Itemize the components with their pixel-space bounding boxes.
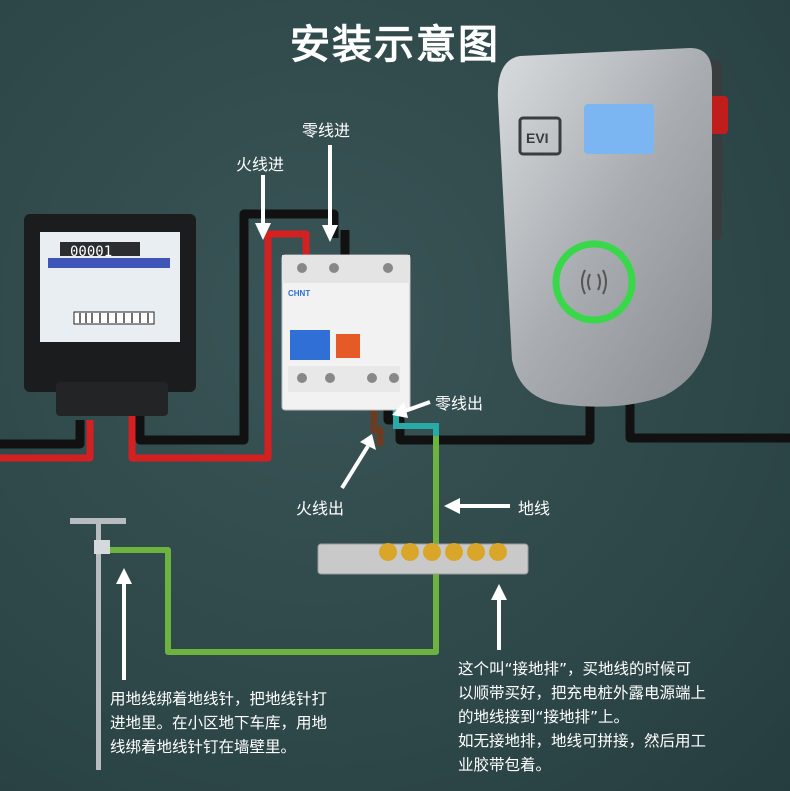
arrow-grounding-bar: [491, 584, 507, 650]
note-line: 线绑着地线针钉在墙壁里。: [110, 738, 297, 756]
note-grounding-bar: 这个叫“接地排”，买地线的时候可 以顺带买好，把充电桩外露电源端上 的地线接到“…: [458, 657, 788, 777]
arrow-live-out: [340, 434, 376, 490]
charger-logo: EVI: [526, 130, 549, 146]
callout-arrows: [116, 145, 510, 680]
arrow-live-in: [255, 175, 271, 240]
note-line: 进地里。在小区地下车库，用地: [110, 714, 328, 732]
grounding-bar: [317, 543, 529, 575]
ground-rod: [70, 518, 126, 770]
note-ground-rod: 用地线绑着地线针，把地线针打 进地里。在小区地下车库，用地 线绑着地线针钉在墙壁…: [110, 687, 410, 759]
breaker-switch-left: [290, 330, 330, 360]
arrow-ground-rod: [116, 568, 132, 680]
electricity-meter: [24, 214, 196, 416]
breaker-test-button: [336, 334, 360, 358]
charger-red-button: [708, 96, 728, 134]
ev-charger: [497, 48, 712, 407]
ground-wire: [110, 436, 439, 655]
circuit-breaker: [281, 254, 411, 411]
label-ground: 地线: [518, 499, 551, 518]
label-neutral-out: 零线出: [435, 394, 484, 413]
note-line: 业胶带包着。: [458, 756, 552, 774]
label-live-out: 火线出: [296, 499, 345, 518]
arrow-neutral-in: [322, 145, 338, 242]
note-line: 的地线接到“接地排”上。: [458, 708, 630, 726]
arrow-ground: [444, 498, 510, 514]
note-line: 用地线绑着地线针，把地线针打: [110, 690, 328, 708]
rfid-icon: [581, 269, 607, 295]
neutral-wires: [0, 209, 790, 449]
note-line: 如无接地排，地线可拼接，然后用工: [458, 732, 707, 750]
label-live-in: 火线进: [236, 155, 285, 174]
arrow-neutral-out: [392, 400, 431, 418]
live-wires: [0, 230, 384, 462]
note-line: 这个叫“接地排”，买地线的时候可: [458, 660, 692, 678]
label-neutral-in: 零线进: [302, 121, 351, 140]
note-line: 以顺带买好，把充电桩外露电源端上: [458, 684, 707, 702]
charger-screen: [584, 104, 654, 154]
meter-reading: 00001: [70, 244, 112, 260]
charger-logo-box: [518, 116, 562, 156]
page-title: 安装示意图: [290, 22, 500, 68]
charger-ring-icon: [552, 240, 636, 324]
breaker-brand: CHNT: [288, 289, 310, 298]
